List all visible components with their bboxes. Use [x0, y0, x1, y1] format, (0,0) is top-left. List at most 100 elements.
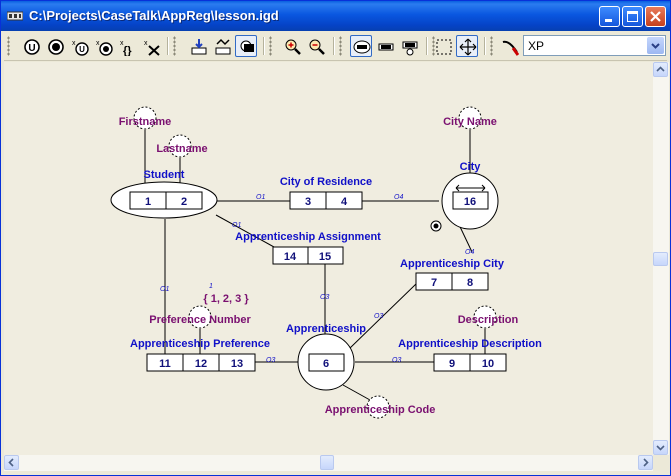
scroll-right-button[interactable]	[638, 455, 653, 470]
role-cell-2[interactable]: 2	[181, 196, 187, 208]
role-cell-3[interactable]: 3	[305, 196, 311, 208]
constraint-tag: O4	[394, 194, 403, 201]
minimize-button[interactable]	[599, 6, 620, 27]
toolbar-grip[interactable]	[490, 36, 493, 56]
fact-label-apprenticeship-assignment[interactable]: Apprenticeship Assignment	[235, 231, 381, 243]
zoom-in-icon	[285, 39, 301, 55]
label-type-city-name[interactable]: City Name	[443, 116, 497, 128]
title-bar[interactable]: C:\Projects\CaseTalk\AppReg\lesson.igd	[1, 1, 670, 31]
role-cell-8[interactable]: 8	[467, 277, 473, 289]
label-type-circle-description[interactable]	[473, 305, 497, 329]
fact-label-apprenticeship[interactable]: Apprenticeship	[286, 323, 366, 335]
unique-constraint-icon: U	[24, 39, 40, 55]
role-cell-15[interactable]: 15	[319, 251, 331, 263]
maximize-icon	[627, 11, 638, 22]
paint-brush-icon	[502, 40, 519, 56]
vertical-scrollbar[interactable]	[653, 62, 669, 455]
style-brush-tool[interactable]	[498, 35, 520, 57]
label-type-circle-firstname[interactable]	[133, 106, 157, 130]
fact-label-city[interactable]: City	[460, 161, 482, 173]
city-fact-box[interactable]	[452, 191, 489, 210]
unique-constraint-tool[interactable]: U	[20, 35, 42, 57]
role-cell-11[interactable]: 11	[159, 358, 171, 370]
minimize-icon	[605, 19, 612, 22]
subset-constraint-icon: x{}	[120, 40, 132, 56]
exclusion-constraint-tool[interactable]: x	[140, 35, 162, 57]
role-cell-10[interactable]: 10	[482, 358, 494, 370]
zoom-out-tool[interactable]	[305, 35, 327, 57]
horizontal-scrollbar[interactable]	[4, 455, 653, 471]
diagram-canvas[interactable]: 1 2 Student 3 4 City of Residence 16 Cit…	[4, 62, 653, 455]
scroll-up-button[interactable]	[653, 62, 668, 77]
role-cell-16[interactable]: 16	[464, 196, 476, 208]
chevron-left-icon	[8, 458, 14, 467]
close-icon	[650, 11, 661, 22]
select-rect-tool[interactable]	[432, 35, 454, 57]
toolbar-grip[interactable]	[339, 36, 342, 56]
toolbar-grip[interactable]	[173, 36, 176, 56]
label-type-firstname[interactable]: Firstname	[119, 116, 172, 128]
role-cell-9[interactable]: 9	[449, 358, 455, 370]
value-constraint[interactable]: { 1, 2, 3 }	[203, 293, 249, 305]
label-type-lastname[interactable]: Lastname	[156, 143, 207, 155]
zoom-in-tool[interactable]	[281, 35, 303, 57]
vertical-scroll-thumb[interactable]	[653, 252, 668, 266]
box-view-icon	[378, 43, 394, 51]
label-type-circle-apprenticeship-code[interactable]	[366, 395, 390, 419]
diagram[interactable]: 1 2 Student 3 4 City of Residence 16 Cit…	[4, 62, 653, 455]
toolbar-separator	[426, 37, 428, 55]
fact-label-apprenticeship-description[interactable]: Apprenticeship Description	[398, 338, 542, 350]
svg-text:x: x	[72, 40, 76, 47]
box-view-tool[interactable]	[374, 35, 396, 57]
role-cell-6[interactable]: 6	[323, 358, 329, 370]
label-type-preference-number[interactable]: Preference Number	[149, 314, 251, 326]
chevron-down-icon	[656, 445, 665, 451]
fact-label-student[interactable]: Student	[144, 169, 185, 181]
constraint-tag: O3	[266, 357, 275, 364]
svg-text:x: x	[120, 40, 124, 47]
role-cell-4[interactable]: 4	[341, 196, 348, 208]
fact-label-apprenticeship-preference[interactable]: Apprenticeship Preference	[130, 338, 270, 350]
label-type-circle-lastname[interactable]	[168, 134, 192, 158]
fact-label-apprenticeship-city[interactable]: Apprenticeship City	[400, 258, 505, 270]
frequency-constraint-icon: x	[96, 40, 113, 56]
role-cell-7[interactable]: 7	[431, 277, 437, 289]
fact-label-city-of-residence[interactable]: City of Residence	[280, 176, 372, 188]
toolbar-grip[interactable]	[432, 36, 435, 56]
maximize-button[interactable]	[622, 6, 643, 27]
scroll-left-button[interactable]	[4, 455, 19, 470]
frequency-constraint-tool[interactable]: x	[92, 35, 114, 57]
apprenticeship-preference-fact-box[interactable]	[146, 353, 256, 372]
toolbar-grip[interactable]	[269, 36, 272, 56]
oval-view-icon	[353, 40, 371, 54]
apprenticeship-fact-box[interactable]	[308, 353, 345, 372]
svg-text:U: U	[79, 45, 85, 54]
object-type-icon	[215, 38, 231, 55]
toolbar-grip[interactable]	[7, 36, 10, 56]
nominalization-tool[interactable]	[235, 35, 257, 57]
label-type-circle-preference-number[interactable]	[188, 305, 212, 329]
oval-view-tool[interactable]	[350, 35, 372, 57]
style-select[interactable]: XP	[523, 35, 666, 56]
close-button[interactable]	[645, 6, 666, 27]
label-type-circle-city-name[interactable]	[458, 106, 482, 130]
total-role-tool[interactable]	[44, 35, 66, 57]
fact-type-tool[interactable]	[187, 35, 209, 57]
role-cell-13[interactable]: 13	[231, 358, 243, 370]
move-tool[interactable]	[456, 35, 478, 57]
label-type-apprenticeship-code[interactable]: Apprenticeship Code	[325, 404, 436, 416]
subset-constraint-tool[interactable]: x{}	[116, 35, 138, 57]
label-view-tool[interactable]	[398, 35, 420, 57]
svg-text:x: x	[96, 40, 100, 47]
constraint-tag: O3	[392, 357, 401, 364]
role-cell-14[interactable]: 14	[284, 251, 297, 263]
scroll-down-button[interactable]	[653, 440, 668, 455]
label-type-description[interactable]: Description	[458, 314, 519, 326]
role-cell-12[interactable]: 12	[195, 358, 207, 370]
role-cell-1[interactable]: 1	[145, 196, 151, 208]
horizontal-scroll-thumb[interactable]	[320, 455, 334, 470]
fact-type-icon	[191, 39, 207, 55]
object-type-tool[interactable]	[211, 35, 233, 57]
style-select-dropdown-button[interactable]	[647, 37, 664, 54]
